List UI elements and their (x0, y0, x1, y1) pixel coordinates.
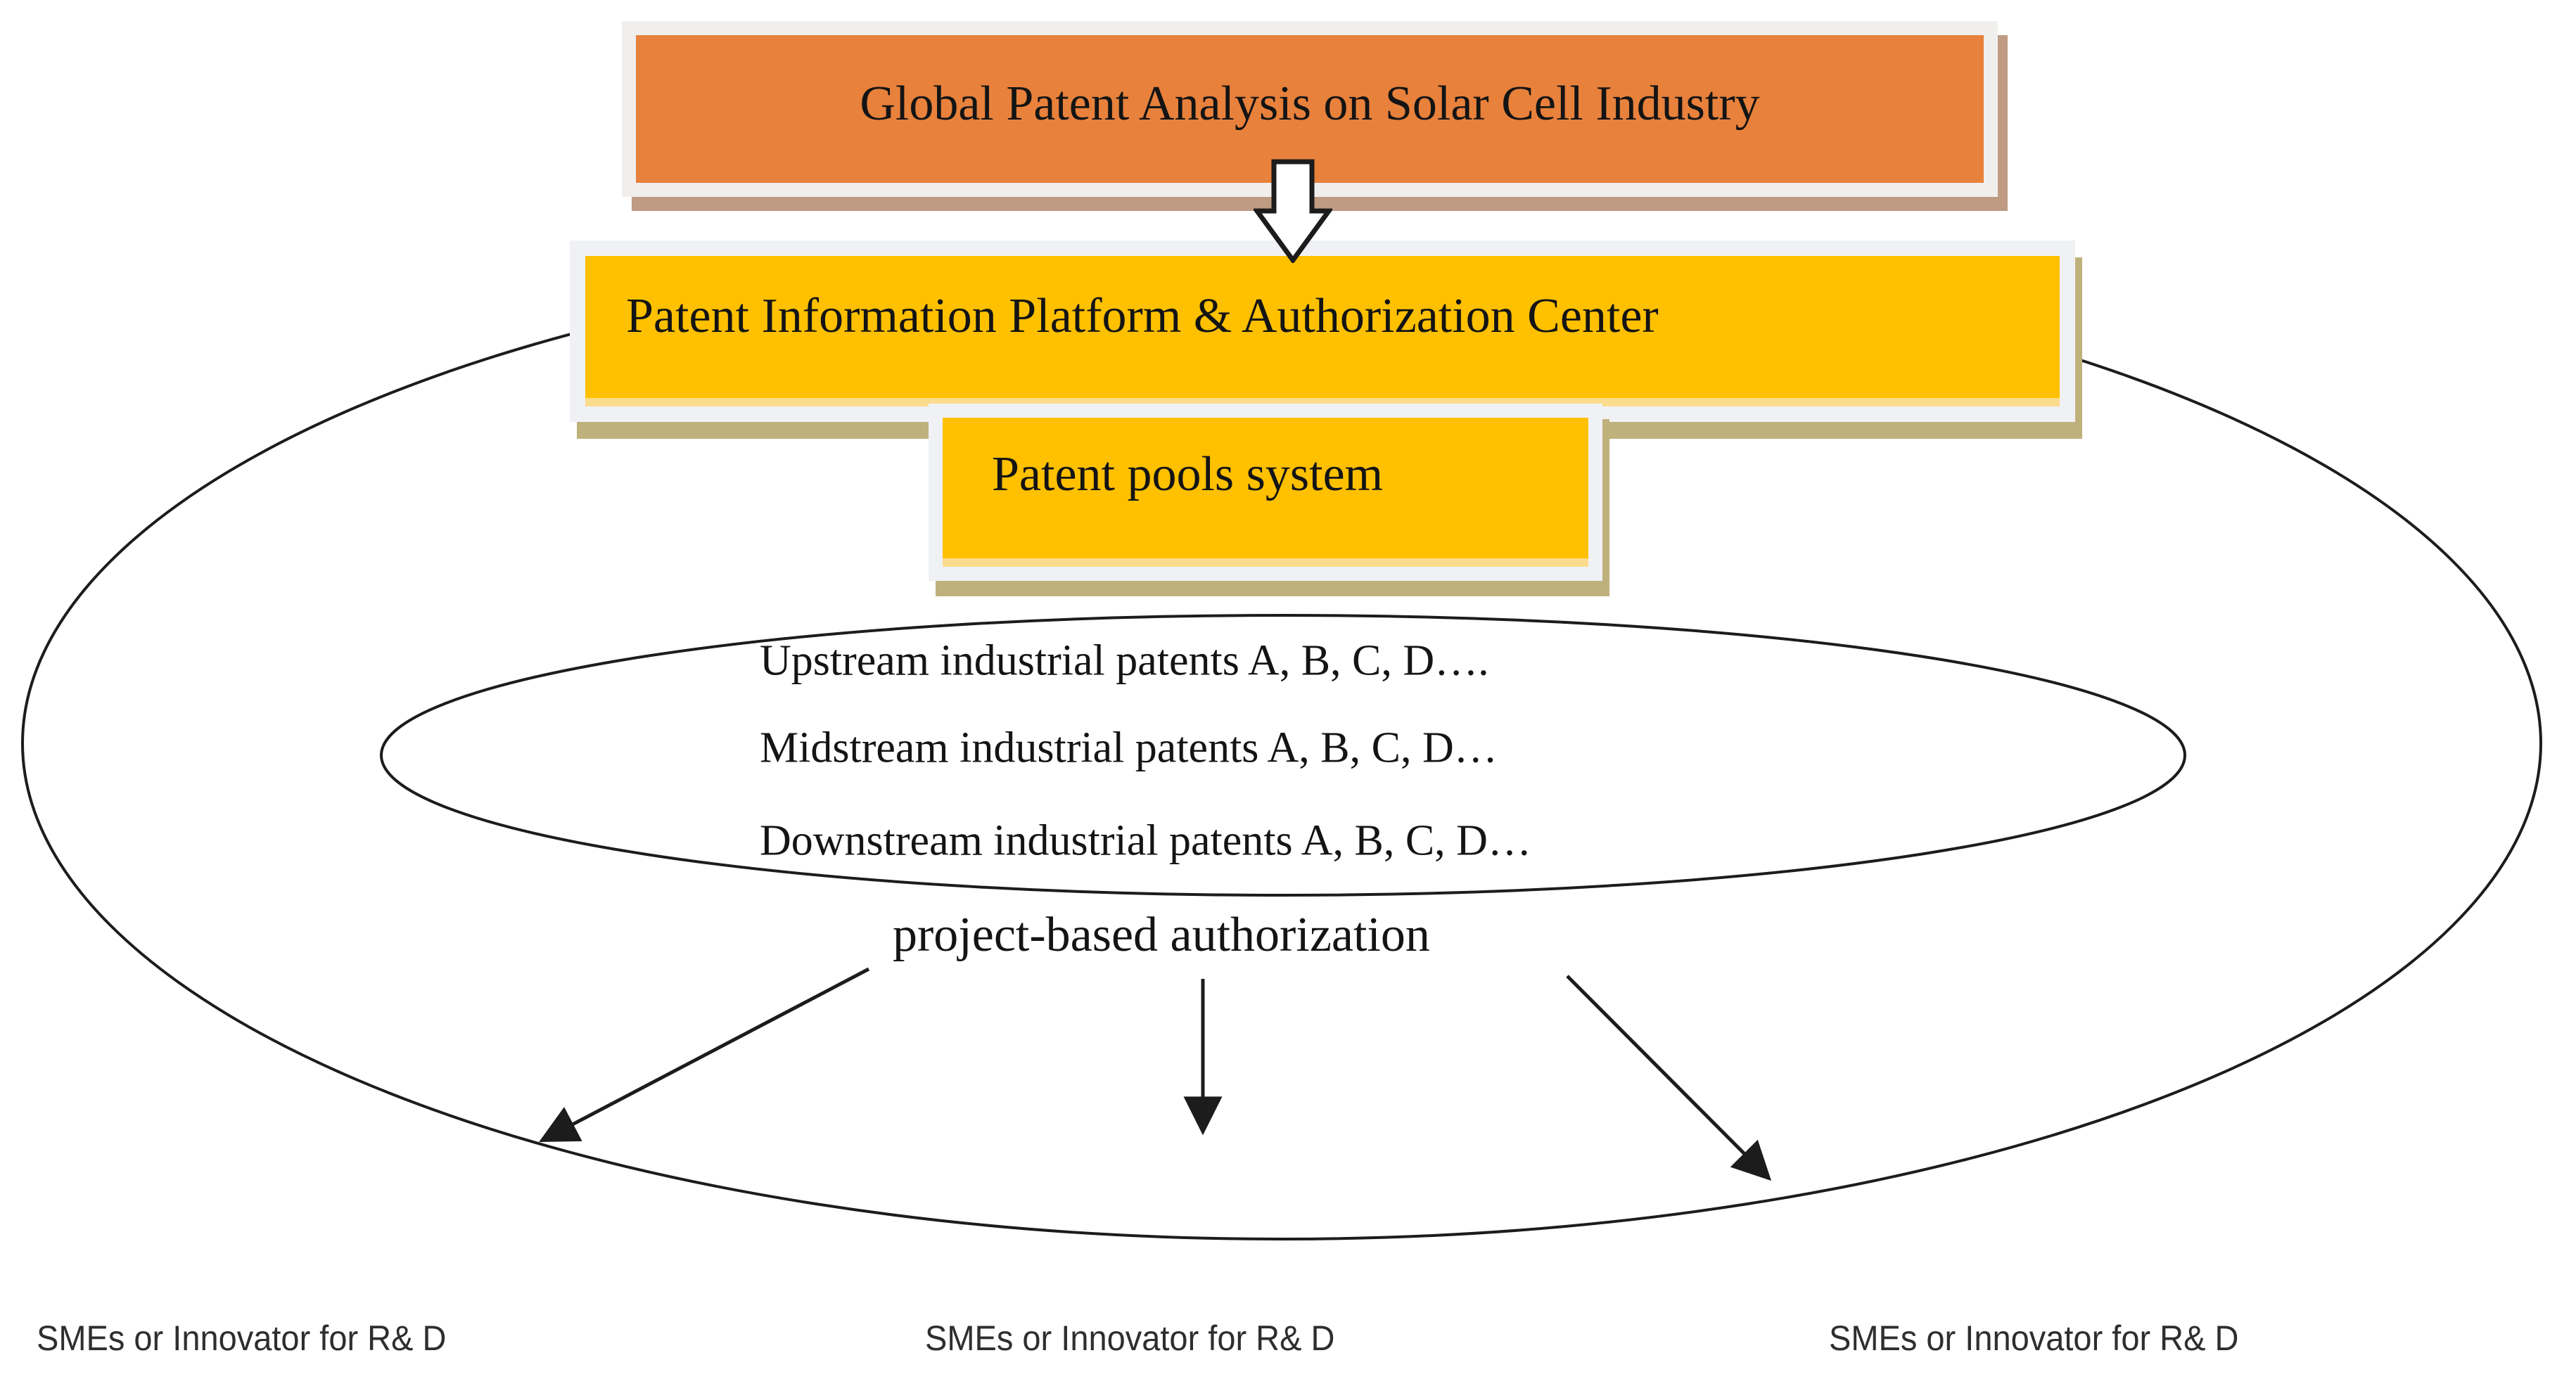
project-based-authorization-label: project-based authorization (893, 908, 1430, 962)
global-patent-analysis-box-fill: Global Patent Analysis on Solar Cell Ind… (636, 35, 1984, 183)
global-patent-analysis-box: Global Patent Analysis on Solar Cell Ind… (622, 21, 1998, 197)
patent-pools-label: Patent pools system (992, 447, 1384, 502)
platform-authorization-box: Patent Information Platform & Authorizat… (570, 240, 2075, 422)
arrow-down-left-icon (539, 967, 870, 1143)
arrow-down-right-icon (1566, 975, 1772, 1181)
sme-label-left: SMEs or Innovator for R& D (37, 1319, 447, 1358)
upstream-patents-line: Upstream industrial patents A, B, C, D…. (760, 636, 1489, 685)
downstream-patents-line: Downstream industrial patents A, B, C, D… (760, 816, 1531, 865)
patent-pools-box: Patent pools system (929, 404, 1602, 581)
global-patent-analysis-label: Global Patent Analysis on Solar Cell Ind… (860, 77, 1760, 132)
sme-label-middle: SMEs or Innovator for R& D (925, 1319, 1335, 1358)
patent-pools-box-fill: Patent pools system (943, 418, 1588, 567)
platform-authorization-box-fill: Patent Information Platform & Authorizat… (585, 256, 2060, 406)
down-block-arrow-icon (1254, 159, 1332, 263)
midstream-patents-line: Midstream industrial patents A, B, C, D… (760, 724, 1498, 772)
sme-label-right: SMEs or Innovator for R& D (1829, 1319, 2239, 1358)
inner-ellipse (380, 614, 2186, 897)
platform-authorization-label: Patent Information Platform & Authorizat… (626, 289, 1659, 344)
